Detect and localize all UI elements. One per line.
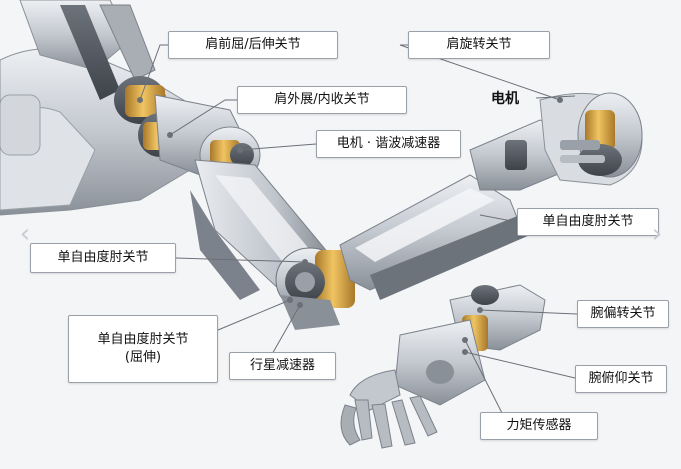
motor-housing [539,92,643,186]
label-elbow-flex-line2: (屈伸) [124,350,162,365]
label-shoulder-flex-joint: 肩前屈/后伸关节 [168,31,338,59]
elbow-joint [275,247,355,330]
chevron-right-icon[interactable]: › [651,219,663,249]
label-torque-sensor: 力矩传感器 [480,412,598,440]
label-elbow-joint-left: 单自由度肘关节 [30,243,176,273]
label-motor-harmonic-reducer: 电机 · 谐波减速器 [316,130,461,158]
label-wrist-deviate-joint: 腕偏转关节 [577,300,669,328]
label-shoulder-abduct-joint: 肩外展/内收关节 [237,86,407,114]
wrist-hand [340,284,546,449]
label-elbow-joint-right: 单自由度肘关节 [517,208,659,236]
leader-lines [137,44,578,416]
label-planetary-reducer: 行星减速器 [229,352,336,380]
label-wrist-pitch-joint: 腕俯仰关节 [575,365,667,393]
label-motor: 电机 [491,91,519,107]
label-shoulder-rotate-joint: 肩旋转关节 [408,31,550,59]
label-elbow-flex-line1: 单自由度肘关节 [97,332,189,347]
label-elbow-flex-joint: 单自由度肘关节 (屈伸) [68,315,218,383]
chevron-left-icon[interactable]: ‹ [19,219,31,249]
